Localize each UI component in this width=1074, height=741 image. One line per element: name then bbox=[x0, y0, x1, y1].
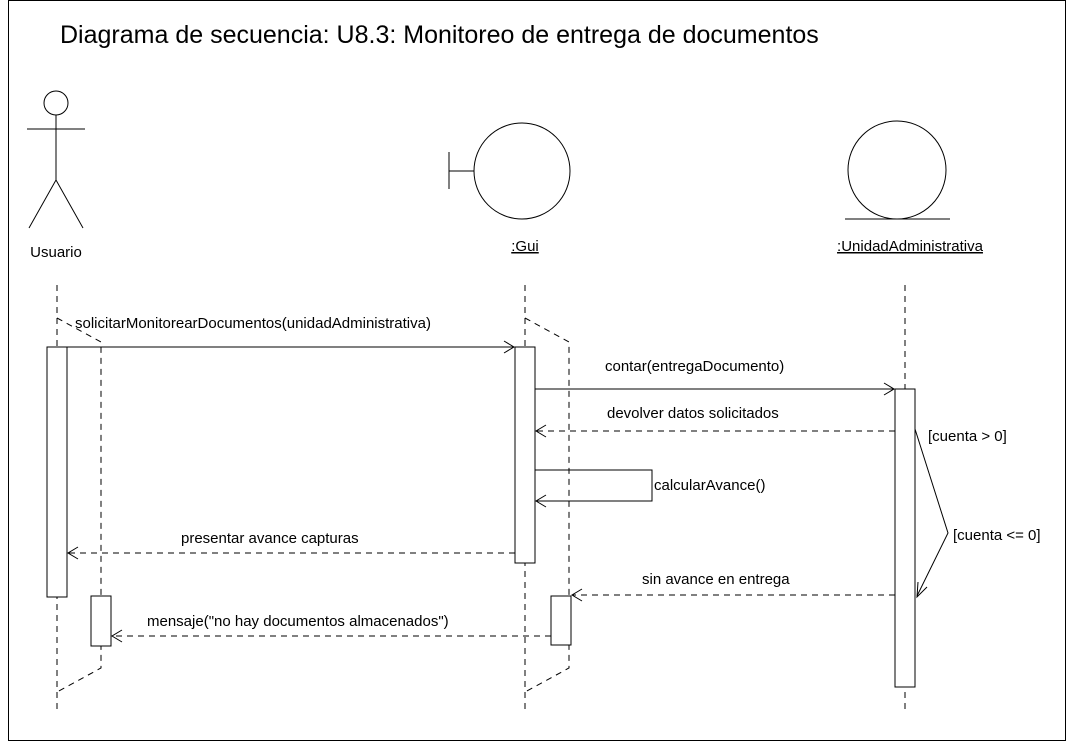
message-sin-avance: sin avance en entrega bbox=[571, 571, 895, 602]
message-label: mensaje("no hay documentos almacenados") bbox=[147, 613, 449, 630]
message-contar: contar(entregaDocumento) bbox=[535, 358, 895, 396]
actor-label: Usuario bbox=[30, 244, 82, 261]
entity-icon bbox=[847, 120, 947, 220]
entity-label: :UnidadAdministrativa bbox=[837, 238, 984, 255]
boundary-gui: :Gui bbox=[448, 122, 571, 255]
message-label: devolver datos solicitados bbox=[607, 405, 779, 422]
message-mensaje-no-docs: mensaje("no hay documentos almacenados") bbox=[111, 613, 551, 643]
activation-usuario-2 bbox=[90, 595, 112, 647]
entity-unidad-administrativa: :UnidadAdministrativa bbox=[837, 120, 984, 255]
message-devolver-datos: devolver datos solicitados bbox=[535, 405, 895, 438]
activation-gui-2 bbox=[550, 595, 572, 646]
actor-usuario: Usuario bbox=[27, 90, 85, 261]
message-label: contar(entregaDocumento) bbox=[605, 358, 784, 375]
message-label: solicitarMonitorearDocumentos(unidadAdmi… bbox=[75, 315, 431, 332]
guard-notes: [cuenta > 0] [cuenta <= 0] bbox=[914, 428, 1041, 599]
message-label: presentar avance capturas bbox=[181, 530, 359, 547]
message-presentar-avance: presentar avance capturas bbox=[67, 530, 515, 560]
actor-head bbox=[43, 90, 69, 116]
activation-gui-1 bbox=[514, 346, 536, 564]
gui-shadow-outline bbox=[524, 317, 570, 693]
usuario-shadow-outline bbox=[56, 317, 102, 693]
message-label: calcularAvance() bbox=[654, 477, 765, 494]
guard-cuenta-menor: [cuenta <= 0] bbox=[953, 527, 1041, 544]
activation-unidad bbox=[894, 388, 916, 688]
boundary-icon bbox=[473, 122, 571, 220]
guard-connector bbox=[914, 428, 949, 597]
diagram-title: Diagrama de secuencia: U8.3: Monitoreo d… bbox=[60, 21, 819, 49]
message-label: sin avance en entrega bbox=[642, 571, 790, 588]
message-calcular-avance: calcularAvance() bbox=[535, 469, 765, 508]
boundary-label: :Gui bbox=[511, 238, 539, 255]
activation-usuario-1 bbox=[46, 346, 68, 598]
guard-cuenta-mayor: [cuenta > 0] bbox=[928, 428, 1007, 445]
message-solicitar-monitorear: solicitarMonitorearDocumentos(unidadAdmi… bbox=[67, 315, 515, 354]
